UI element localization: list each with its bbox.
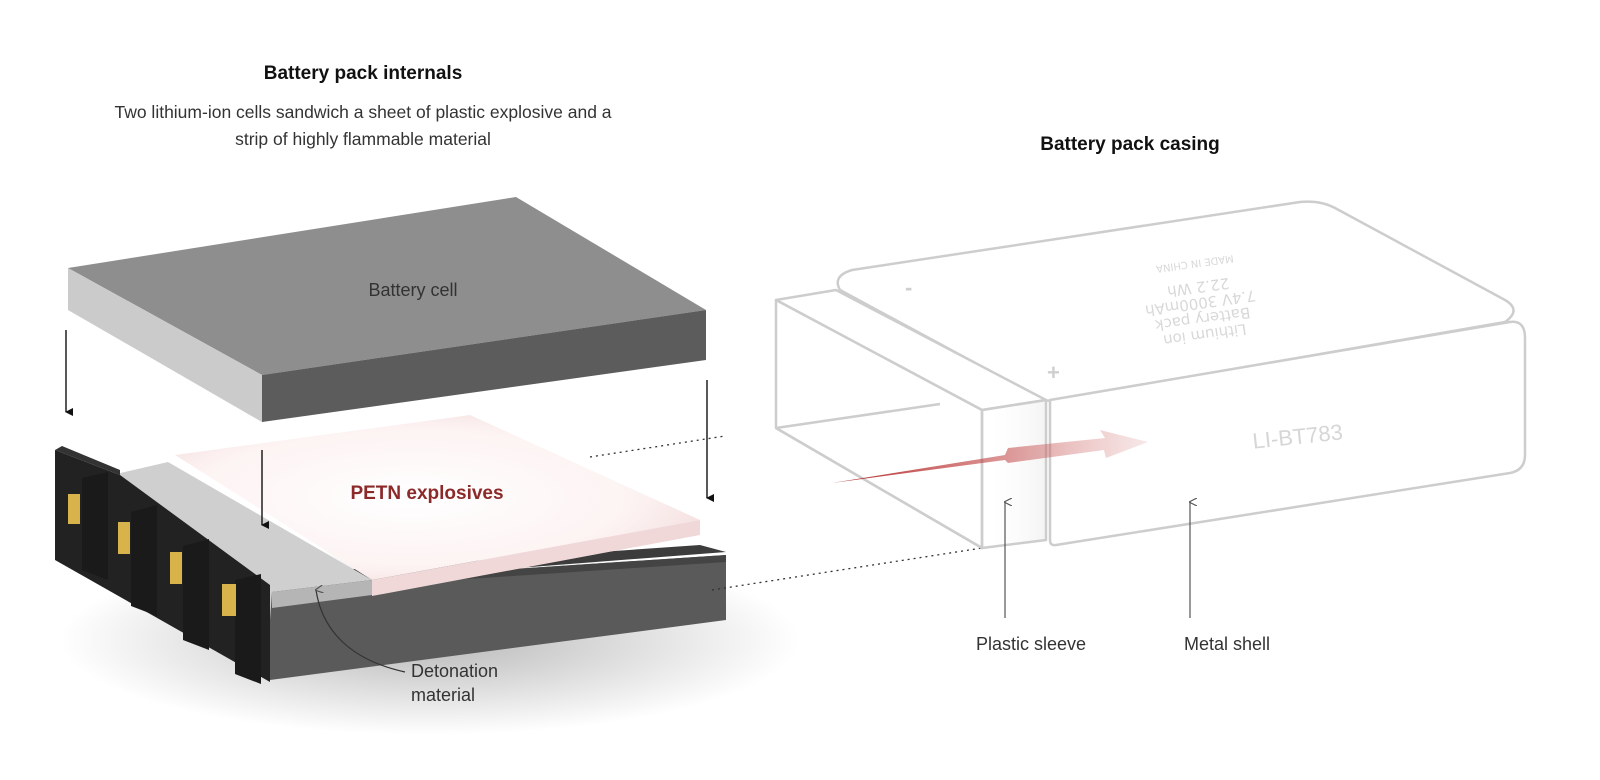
petn-sheet <box>175 415 700 596</box>
plus-sign: + <box>1047 360 1060 385</box>
minus-sign: - <box>905 275 912 300</box>
gold-contact <box>118 522 130 554</box>
plastic-sleeve <box>774 288 1048 550</box>
internals-subtitle-line2: strip of highly flammable material <box>235 129 491 149</box>
plastic-sleeve-label: Plastic sleeve <box>976 634 1086 654</box>
connector-dotted-line <box>589 435 726 458</box>
petn-label: PETN explosives <box>350 483 503 504</box>
gold-contact <box>170 552 182 584</box>
top-battery-cell <box>68 197 706 422</box>
battery-cell-label: Battery cell <box>368 280 457 300</box>
terminal-block <box>55 446 270 684</box>
gold-contact <box>68 494 80 524</box>
detonation-strip-face <box>272 580 372 608</box>
gold-contact <box>222 584 236 616</box>
metal-shell-label: Metal shell <box>1184 634 1270 654</box>
detonation-label-line2: material <box>411 685 475 705</box>
detonation-strip <box>112 462 372 620</box>
metal-shell <box>836 200 1527 547</box>
detonation-label-line1: Detonation <box>411 661 498 681</box>
casing-title: Battery pack casing <box>1040 134 1220 155</box>
embossed-label: Lithium ion Battery pack 7.4V 3000mAh 22… <box>1144 252 1257 349</box>
connector-dotted-line <box>711 547 983 591</box>
internals-title: Battery pack internals <box>264 63 463 84</box>
internals-subtitle-line1: Two lithium-ion cells sandwich a sheet o… <box>114 102 611 122</box>
detonation-callout-line <box>316 590 406 673</box>
insertion-arrow <box>832 430 1148 483</box>
